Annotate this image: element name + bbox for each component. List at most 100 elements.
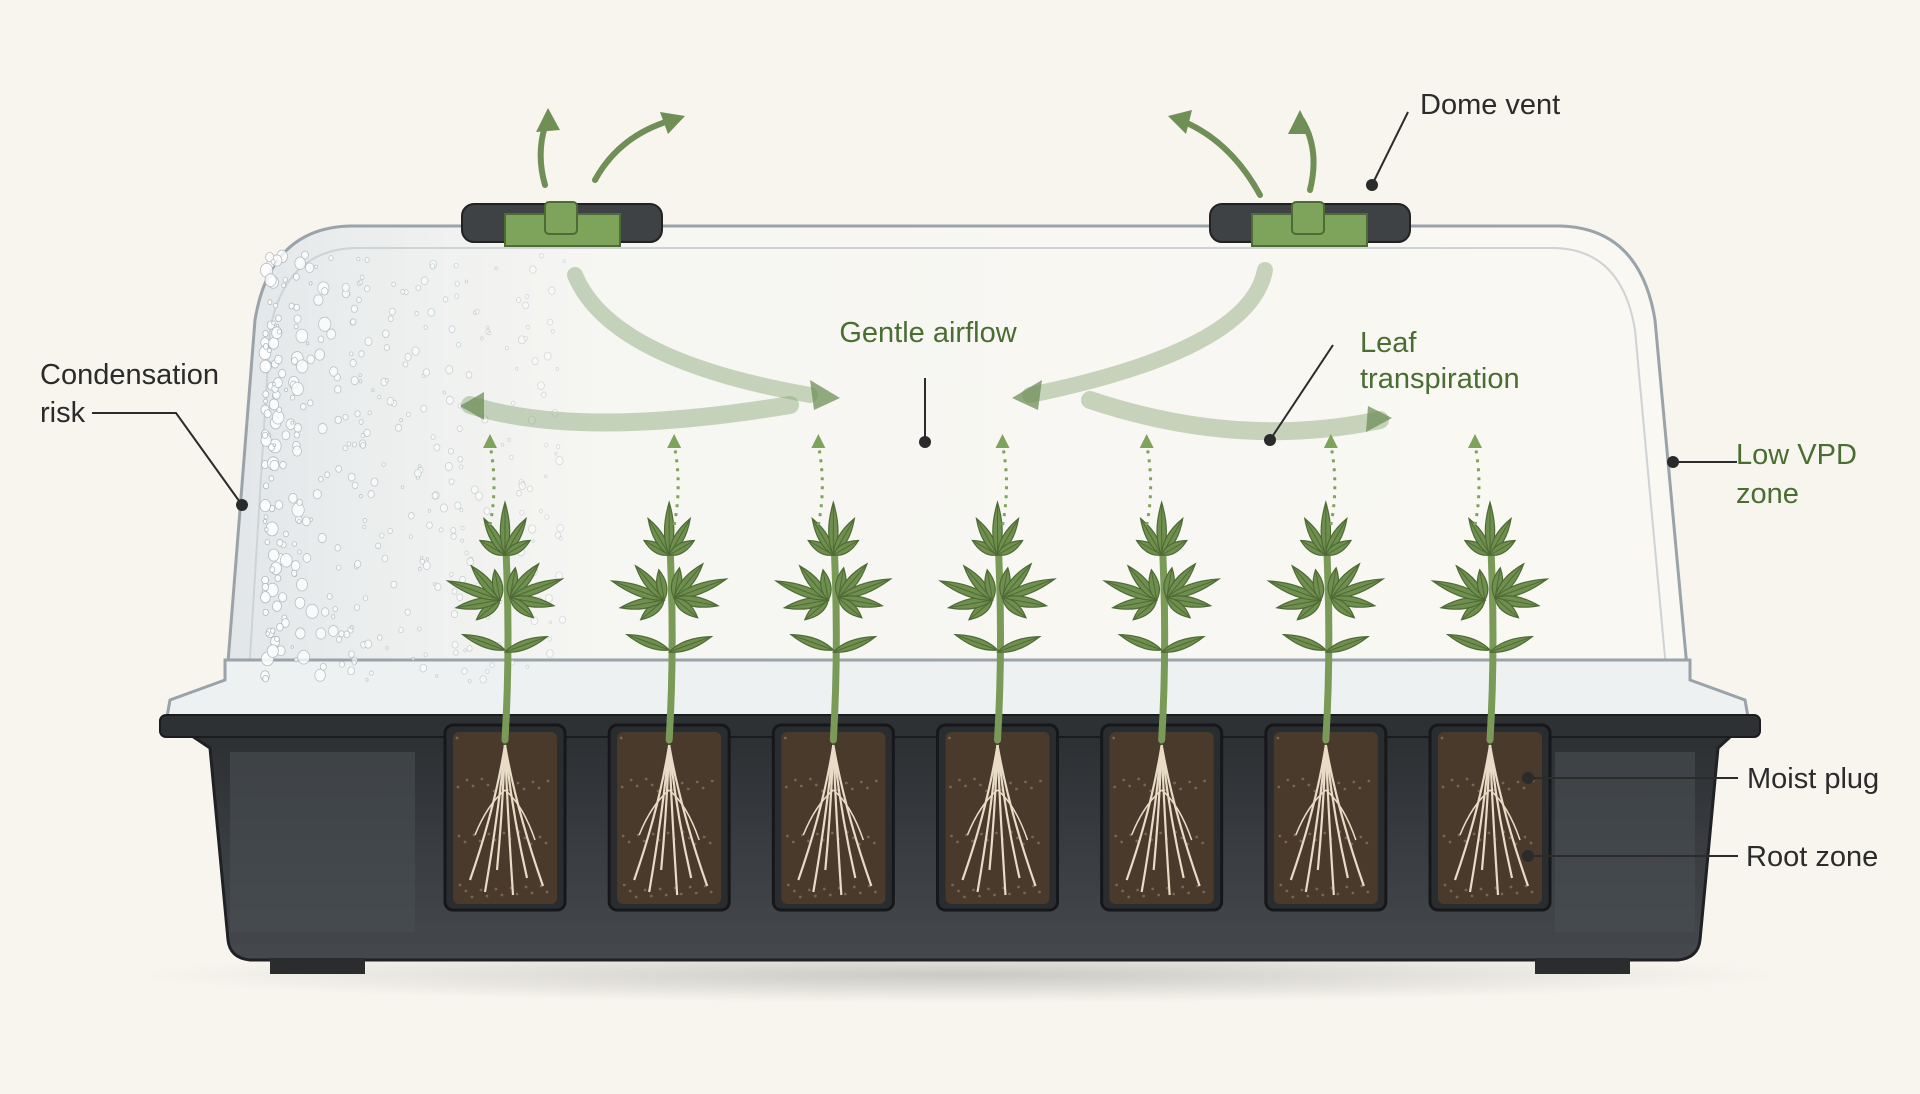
- soil-grain: [1203, 779, 1207, 783]
- water-droplet: [487, 330, 492, 336]
- water-droplet: [351, 660, 357, 666]
- water-droplet: [328, 255, 334, 261]
- water-droplet: [423, 652, 428, 657]
- airflow-swooshes: [461, 262, 1389, 441]
- water-droplet: [300, 403, 307, 411]
- water-droplet: [447, 447, 454, 455]
- water-droplet: [465, 371, 473, 379]
- leaf: [1165, 597, 1192, 619]
- leaf: [655, 568, 668, 601]
- water-droplet: [544, 442, 549, 448]
- stem: [829, 526, 840, 744]
- water-droplet: [528, 524, 537, 534]
- water-droplet: [314, 348, 325, 361]
- soil-grain: [537, 786, 541, 790]
- water-droplet: [306, 354, 316, 365]
- soil-grain: [1366, 890, 1370, 894]
- soil-grain: [1344, 836, 1348, 840]
- leaf: [1160, 539, 1188, 556]
- water-droplet: [290, 394, 296, 401]
- soil-grain: [523, 836, 527, 840]
- soil-grain: [1530, 890, 1534, 894]
- water-droplet: [450, 526, 457, 534]
- water-droplet: [500, 442, 505, 447]
- soil-grain: [456, 785, 460, 789]
- water-droplet: [544, 514, 550, 520]
- water-droplet: [442, 296, 449, 303]
- water-droplet: [363, 428, 371, 437]
- soil-grain: [1278, 834, 1282, 838]
- water-droplet: [479, 675, 487, 684]
- water-droplet: [420, 276, 429, 286]
- water-droplet: [294, 596, 306, 609]
- leaf: [1281, 633, 1328, 651]
- soil-grain: [1508, 836, 1512, 840]
- soil-grain: [1286, 778, 1290, 782]
- soil-grain: [958, 778, 961, 782]
- water-droplet: [329, 366, 339, 377]
- soil-plug: [1273, 732, 1378, 904]
- water-droplet: [453, 649, 459, 656]
- water-droplet: [338, 630, 345, 638]
- water-droplet: [450, 532, 457, 540]
- water-droplet: [267, 299, 273, 305]
- water-droplet: [259, 499, 271, 513]
- water-droplet: [272, 443, 276, 448]
- water-droplet: [538, 253, 544, 259]
- water-droplet: [284, 387, 288, 392]
- soil-grain: [1465, 777, 1469, 781]
- soil-grain: [1337, 781, 1341, 785]
- leaf: [953, 633, 999, 651]
- roots: [1289, 744, 1365, 896]
- water-droplet: [555, 455, 564, 466]
- soil-grain: [1187, 891, 1191, 895]
- soil-grain: [806, 839, 810, 843]
- soil-grain: [1307, 783, 1311, 787]
- soil-grain: [1501, 781, 1505, 785]
- water-droplet: [402, 361, 409, 368]
- water-droplet: [531, 539, 535, 543]
- soil-grain: [814, 783, 818, 787]
- water-droplet: [386, 396, 395, 406]
- soil-grain: [1443, 883, 1447, 887]
- soil-grain: [708, 841, 712, 845]
- water-droplet: [450, 610, 458, 619]
- leaf: [1494, 597, 1520, 619]
- water-droplet: [399, 418, 403, 423]
- soil-grain: [1276, 736, 1280, 740]
- soil-grain: [784, 785, 788, 789]
- water-droplet: [519, 509, 525, 516]
- leaf: [491, 568, 504, 601]
- dome-vent-left: [461, 201, 663, 247]
- soil-grain: [785, 834, 789, 838]
- water-droplet: [265, 631, 270, 637]
- water-droplet: [296, 577, 308, 592]
- low-vpd-label-line1: Low VPD: [1736, 439, 1857, 471]
- water-droplet: [317, 532, 327, 544]
- soil-grain: [980, 832, 983, 836]
- water-droplet: [354, 559, 362, 569]
- water-droplet: [281, 618, 290, 628]
- humidity-dome: [163, 224, 1752, 730]
- soil-grain: [524, 885, 528, 889]
- water-droplet: [291, 357, 298, 365]
- soil-grain: [964, 784, 967, 788]
- water-droplet: [274, 635, 280, 643]
- water-droplet: [510, 400, 516, 406]
- seedling-4: [936, 434, 1059, 912]
- water-droplet: [293, 431, 300, 439]
- soil-grain: [530, 891, 534, 895]
- soil-grain: [480, 777, 484, 781]
- soil-plug: [617, 732, 722, 904]
- water-droplet: [321, 607, 330, 617]
- soil-grain: [1202, 890, 1206, 894]
- water-droplet: [328, 625, 339, 637]
- water-droplet: [294, 256, 306, 270]
- soil-grain: [1194, 786, 1198, 790]
- water-droplet: [414, 311, 419, 316]
- water-droplet: [548, 620, 553, 625]
- soil-grain: [1448, 840, 1452, 844]
- water-droplet: [274, 354, 283, 365]
- water-droplet: [427, 508, 432, 513]
- soil-grain: [1136, 888, 1140, 892]
